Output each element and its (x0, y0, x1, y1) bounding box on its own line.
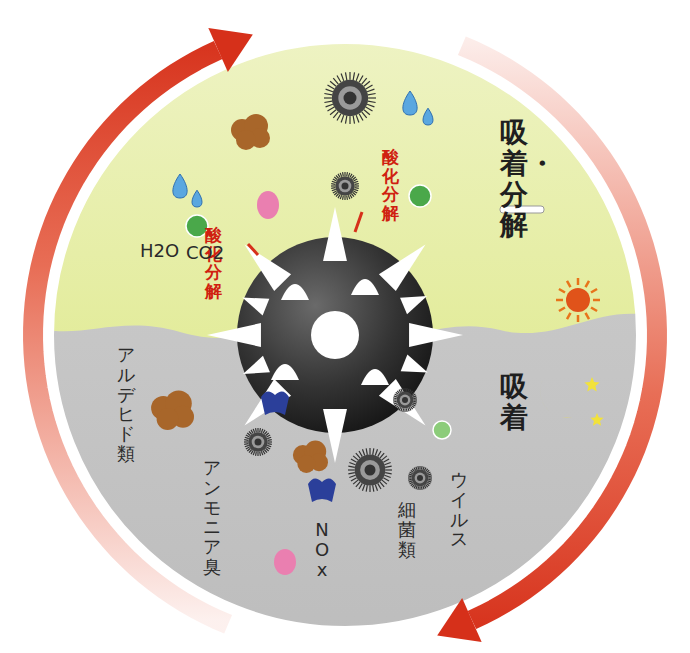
virus-icon (348, 448, 392, 492)
water-drop (403, 91, 417, 115)
aldehyde-molecule (151, 390, 194, 430)
vertical-label: アンモニア臭 (203, 458, 221, 577)
cycle-arrow (33, 50, 228, 624)
nox-molecule (261, 391, 289, 415)
aldehyde-molecule (293, 441, 328, 473)
vertical-label: 吸着・分解 (500, 118, 528, 241)
nox-molecule (308, 478, 336, 502)
vertical-label: NOx (313, 520, 331, 579)
virus-icon (331, 172, 359, 200)
virus-icon (324, 72, 376, 124)
catalyst-particle (207, 207, 463, 463)
label: CO2 (186, 242, 224, 263)
vertical-label: 細菌類 (398, 500, 416, 559)
label: H2O (140, 240, 179, 261)
vertical-label: 酸化分解 (205, 226, 222, 301)
gas-molecule (274, 549, 296, 575)
gas-molecule (257, 191, 279, 219)
sun-icon (556, 278, 600, 322)
reaction-arrow (355, 212, 362, 232)
bacteria-icon (393, 388, 417, 412)
arrow-head (437, 598, 481, 642)
moon-icon (540, 372, 586, 418)
cycle-arrow (462, 46, 657, 620)
bacteria-icon (244, 428, 272, 456)
vertical-label: 酸化分解 (382, 148, 399, 223)
star-icon (590, 413, 603, 426)
reaction-arrow (248, 244, 258, 255)
bacteria-icon (408, 466, 432, 490)
vertical-label: アルデヒド類 (117, 345, 135, 464)
star-icon (584, 377, 599, 391)
water-drop (423, 108, 433, 125)
co2-molecule (186, 215, 208, 237)
gas-molecule (433, 421, 451, 439)
aldehyde-molecule (231, 114, 270, 150)
vertical-label: 吸着 (500, 372, 528, 434)
arrow-head (208, 28, 252, 72)
water-drop (173, 174, 187, 198)
vertical-label: ウイルス (450, 470, 468, 549)
co2-molecule (409, 185, 431, 207)
water-drop (192, 190, 202, 207)
